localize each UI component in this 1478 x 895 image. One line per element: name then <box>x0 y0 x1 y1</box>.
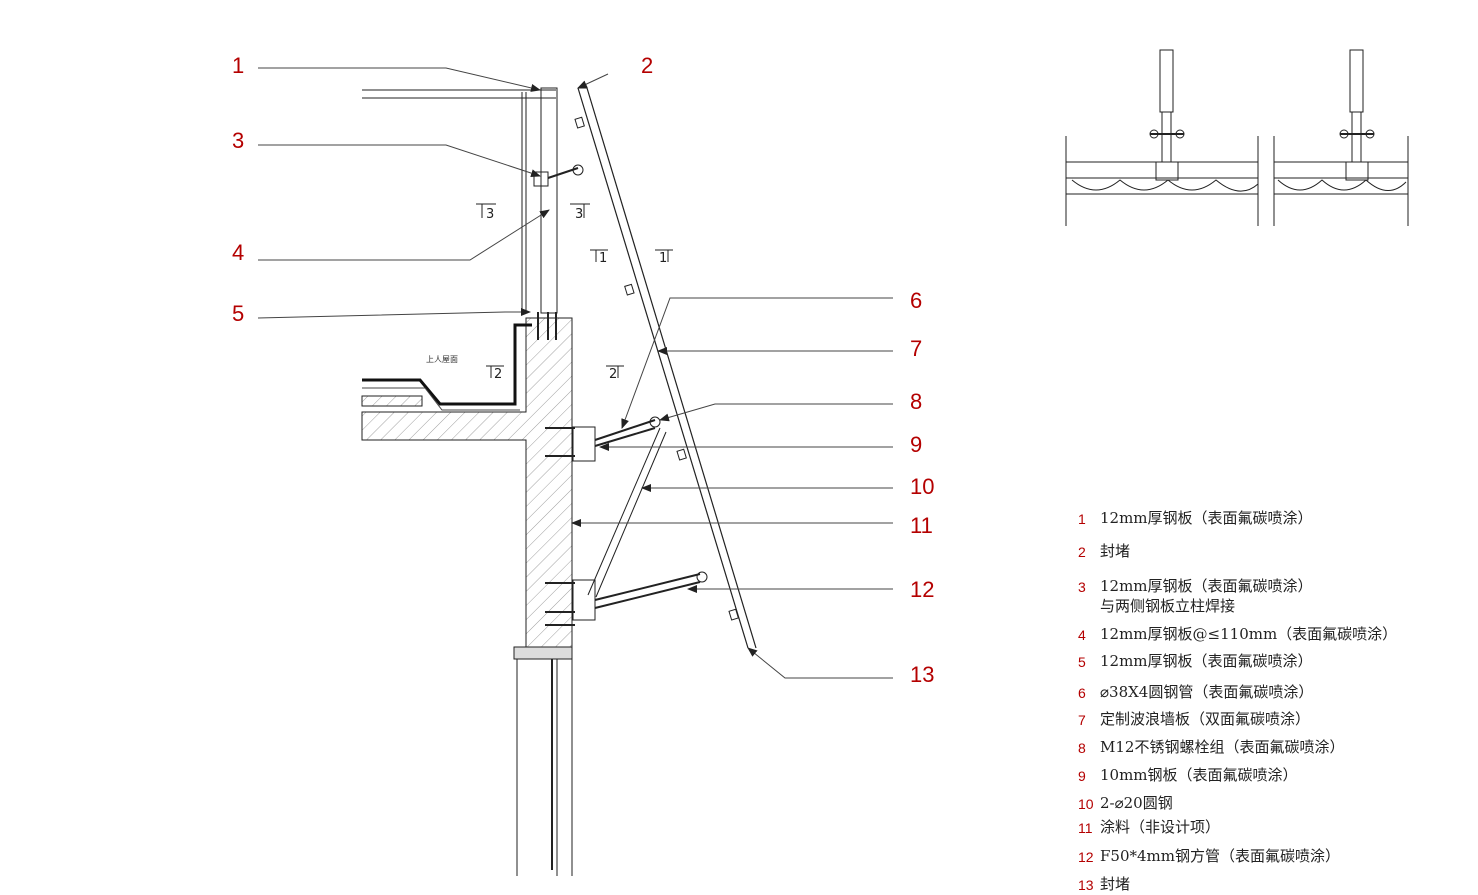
legend-item: 3 12mm厚钢板（表面氟碳喷涂） 与两侧钢板立柱焊接 <box>1078 577 1313 615</box>
section-mark-2-right: 2 <box>609 367 617 382</box>
legend-item: 9 10mm钢板（表面氟碳喷涂） <box>1078 766 1298 784</box>
section-mark-1-right: 1 <box>659 251 667 266</box>
legend-item: 11 涂料（非设计项） <box>1078 818 1221 836</box>
section-mark-3-right: 3 <box>575 207 583 222</box>
callout-10: 10 <box>910 474 934 499</box>
callout-3: 3 <box>232 128 244 153</box>
legend-item: 4 12mm厚钢板@≤110mm（表面氟碳喷涂） <box>1078 625 1398 643</box>
legend-item: 6 ⌀38X4圆钢管（表面氟碳喷涂） <box>1078 683 1314 701</box>
callout-8: 8 <box>910 389 922 414</box>
legend-item: 2 封堵 <box>1078 542 1131 560</box>
section-mark-1-left: 1 <box>599 251 607 266</box>
legend-item: 7 定制波浪墙板（双面氟碳喷涂） <box>1078 710 1311 728</box>
legend-item: 1 12mm厚钢板（表面氟碳喷涂） <box>1078 509 1313 527</box>
leader-lines <box>257 67 893 679</box>
legend-item: 12 F50*4mm钢方管（表面氟碳喷涂） <box>1078 847 1340 865</box>
legend-item: 5 12mm厚钢板（表面氟碳喷涂） <box>1078 652 1313 670</box>
legend: 1 12mm厚钢板（表面氟碳喷涂） 2 封堵 3 12mm厚钢板（表面氟碳喷涂）… <box>1078 508 1468 895</box>
callout-7: 7 <box>910 336 922 361</box>
section-mark-3-left: 3 <box>486 207 494 222</box>
legend-item: 13 封堵 <box>1078 875 1131 893</box>
roof-label: 上人屋面 <box>426 355 458 364</box>
callout-5: 5 <box>232 301 244 326</box>
section-marks <box>476 203 673 378</box>
plan-detail <box>1065 49 1409 226</box>
callout-4: 4 <box>232 240 244 265</box>
callout-9: 9 <box>910 432 922 457</box>
wall-section <box>361 87 757 876</box>
callout-11: 11 <box>910 513 933 538</box>
callout-1: 1 <box>232 53 244 78</box>
legend-item: 8 M12不锈钢螺栓组（表面氟碳喷涂） <box>1078 738 1345 756</box>
callout-6: 6 <box>910 288 922 313</box>
callout-2: 2 <box>641 53 653 78</box>
callout-12: 12 <box>910 577 934 602</box>
section-mark-2-left: 2 <box>494 367 502 382</box>
callout-13: 13 <box>910 662 934 687</box>
legend-item: 10 2-⌀20圆钢 <box>1078 794 1173 812</box>
